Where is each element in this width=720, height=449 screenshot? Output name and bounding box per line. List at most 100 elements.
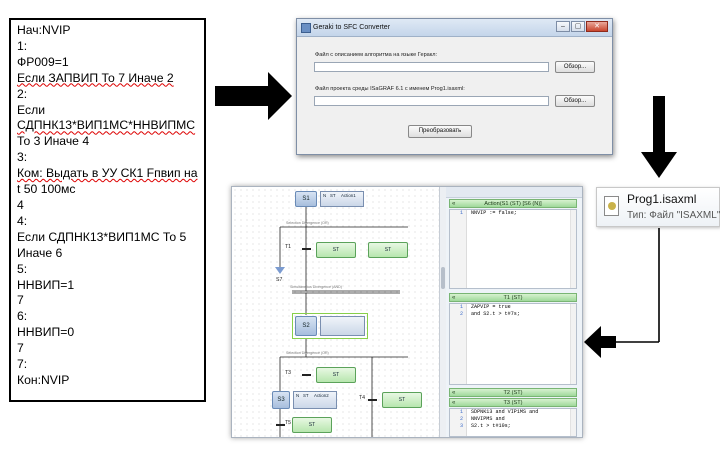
transition-t1-bar[interactable]	[302, 248, 311, 250]
code-line: 2 NNVIPMS and	[450, 416, 576, 423]
scrollbar-thumb[interactable]	[441, 267, 445, 289]
code-text: S2.t > t#10s;	[471, 423, 511, 429]
converter-dialog: Geraki to SFC Converter – ▢ ✕ Файл с опи…	[296, 18, 613, 155]
transition-t5-code[interactable]: ST	[292, 417, 332, 433]
algorithm-line: 1:	[17, 38, 28, 53]
browse-project-button[interactable]: Обзор...	[555, 95, 595, 107]
algorithm-line: СДПНК13*ВИП1МС*ННВИПМС	[17, 118, 196, 133]
action-code-pane[interactable]: 1 NNVIP := false;	[449, 209, 577, 289]
app-icon	[301, 23, 311, 33]
sfc-action-block-3[interactable]: N ST Action2	[293, 391, 337, 409]
algorithm-line: 7:	[17, 357, 28, 372]
line-number: 1	[459, 210, 463, 216]
project-file-label: Файл проекта среды ISaGRAF 6.1 с именем …	[315, 86, 465, 92]
algorithm-line: То 3 Иначе 4	[17, 134, 90, 149]
algorithm-line: 7	[17, 341, 24, 356]
sfc-step-s3[interactable]: S3	[272, 391, 290, 409]
code-text: SDPNK13 and VIP1MS and	[471, 409, 539, 415]
collapse-icon-t3[interactable]: «	[452, 400, 456, 406]
transition-t5-bar[interactable]	[276, 424, 285, 426]
action-name-2: Action2	[314, 393, 329, 398]
algorithm-line: Если ЗАПВИП То 7 Иначе 2	[17, 70, 174, 85]
jump-arrow-icon	[275, 267, 285, 274]
transition-t4-label: T4	[359, 395, 366, 401]
sfc-action-block-2[interactable]	[320, 316, 365, 336]
algorithm-line: 4:	[17, 213, 28, 228]
project-file-input[interactable]	[314, 96, 549, 106]
dialog-title: Geraki to SFC Converter	[313, 24, 391, 31]
code-text: and S2.t > t#7s;	[471, 311, 520, 317]
code-panel-toolbar	[446, 187, 582, 198]
collapse-icon-t1[interactable]: «	[452, 295, 456, 301]
transition-t2-code[interactable]: ST	[368, 242, 408, 258]
transition-t4-code[interactable]: ST	[382, 392, 422, 408]
algorithm-line: 4	[17, 197, 24, 212]
convert-button[interactable]: Преобразовать	[408, 125, 472, 138]
transition-t4-bar[interactable]	[368, 399, 377, 401]
line-number: 1	[459, 409, 463, 415]
t1-header[interactable]: « T1 (ST)	[449, 293, 577, 302]
code-line: 2 and S2.t > t#7s;	[450, 311, 576, 318]
algorithm-line: Если СДПНК13*ВИП1МС То 5	[17, 229, 187, 244]
code-panel: «Action(S1 (ST) [S6 (N)] 1 NNVIP := false…	[446, 187, 582, 437]
action-name-1: Action1	[341, 193, 356, 198]
output-file-tile[interactable]: Prog1.isaxml Тип: Файл "ISAXML"	[596, 187, 720, 227]
minimize-button[interactable]: –	[556, 21, 570, 32]
qualifier-n-2: N	[296, 393, 300, 398]
line-number: 2	[459, 416, 463, 422]
transition-t3-label: T3	[285, 370, 292, 376]
sfc-step-s2[interactable]: S2	[295, 316, 317, 336]
arrow-to-editor	[584, 228, 660, 358]
transition-t1-code[interactable]: ST	[316, 242, 356, 258]
line-number: 1	[459, 304, 463, 310]
algorithm-line: ННВИП=1	[17, 277, 75, 292]
algorithm-line: 2:	[17, 86, 28, 101]
algorithm-line: Кон:NVIP	[17, 372, 70, 387]
code-text: ZAPVIP = true	[471, 304, 511, 310]
collapse-icon[interactable]: «	[452, 201, 456, 207]
isagraf-editor: S1 N ST Action1 Selection Divergence (OR…	[231, 186, 583, 438]
algo-file-label: Файл с описанием алгоритма на языке Гера…	[315, 52, 438, 58]
action-lang-st: ST	[330, 193, 336, 198]
qualifier-n: N	[323, 193, 327, 198]
t1-code-pane[interactable]: 1 ZAPVIP = true 2 and S2.t > t#7s;	[449, 303, 577, 385]
algorithm-line: 6:	[17, 309, 28, 324]
algorithm-line: 5:	[17, 261, 28, 276]
line-number: 2	[459, 311, 463, 317]
close-button[interactable]: ✕	[586, 21, 608, 32]
transition-t1-label: T1	[285, 244, 292, 250]
algorithm-line: Ком: Выдать в УУ СК1 Fпвип на	[17, 166, 198, 181]
algo-file-input[interactable]	[314, 62, 549, 72]
transition-t3-bar[interactable]	[302, 374, 311, 376]
action-header[interactable]: «Action(S1 (ST) [S6 (N)]	[449, 199, 577, 208]
action-lang-st-2: ST	[303, 393, 309, 398]
maximize-button[interactable]: ▢	[571, 21, 585, 32]
code-text: NNVIP := false;	[471, 210, 517, 216]
code-line: 1 NNVIP := false;	[450, 210, 576, 217]
t1-header-text: T1 (ST)	[503, 295, 523, 301]
t2-header-text: T2 (ST)	[503, 390, 523, 396]
sfc-action-block-1[interactable]: N ST Action1	[320, 191, 364, 207]
collapse-icon-t2[interactable]: «	[452, 390, 456, 396]
file-type: Тип: Файл "ISAXML"	[627, 210, 720, 221]
isaxml-file-icon	[604, 196, 619, 216]
sfc-step-s1[interactable]: S1	[295, 191, 317, 207]
arrow-to-converter	[215, 72, 292, 120]
dialog-titlebar: Geraki to SFC Converter – ▢ ✕	[297, 19, 612, 37]
browse-algo-button[interactable]: Обзор...	[555, 61, 595, 73]
algorithm-line: t 50 100мс	[17, 182, 76, 197]
transition-t3-code[interactable]: ST	[316, 367, 356, 383]
algorithm-line: Иначе 6	[17, 245, 63, 260]
algorithm-line: Нач:NVIP	[17, 23, 71, 37]
algorithm-line: ННВИП=0	[17, 325, 75, 340]
code-text: NNVIPMS and	[471, 416, 505, 422]
simultaneous-divergence-label: Simultaneous Divergence (AND)	[290, 285, 342, 289]
canvas-scrollbar[interactable]	[439, 187, 447, 437]
t2-header[interactable]: « T2 (ST)	[449, 388, 577, 397]
t3-header[interactable]: « T3 (ST)	[449, 398, 577, 407]
sfc-canvas[interactable]: S1 N ST Action1 Selection Divergence (OR…	[232, 187, 439, 437]
t3-header-text: T3 (ST)	[503, 400, 523, 406]
file-name: Prog1.isaxml	[627, 192, 697, 206]
